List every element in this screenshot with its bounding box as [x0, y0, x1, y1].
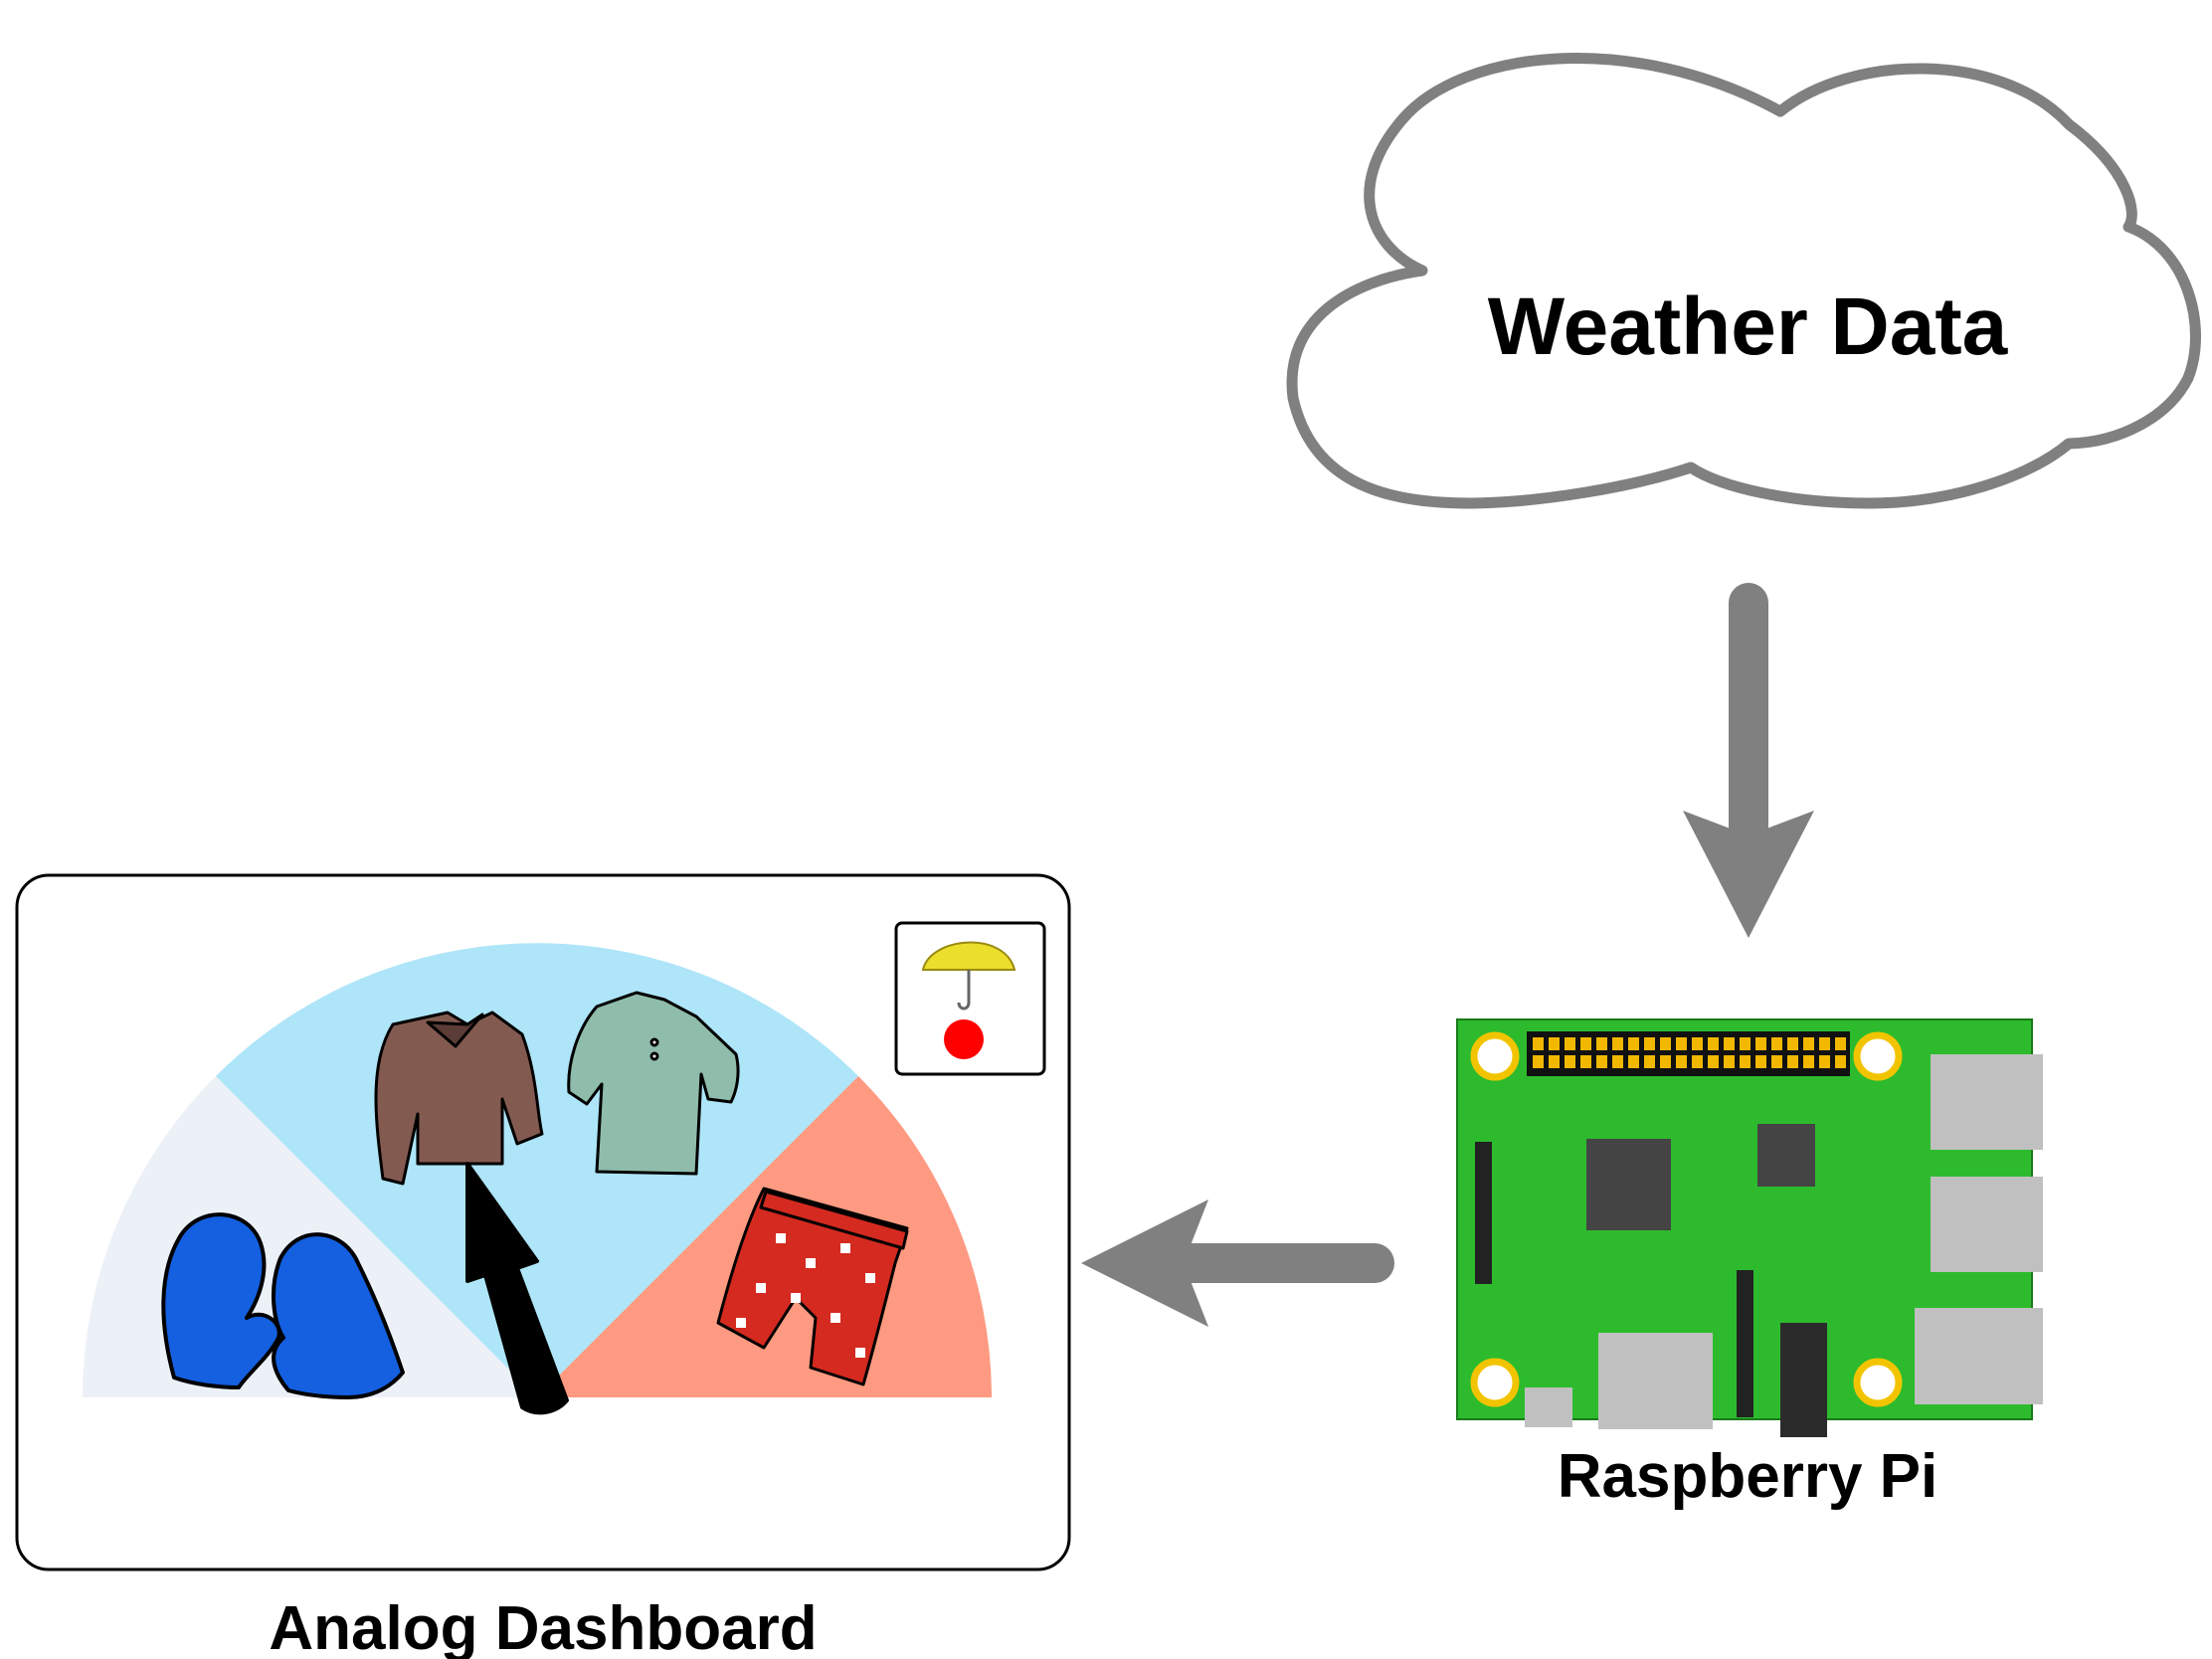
gpio-pin: [1533, 1055, 1544, 1068]
arrow-head: [1081, 1199, 1208, 1327]
arrow-shaft: [1144, 1243, 1394, 1283]
cloud-outline: [1286, 53, 2201, 509]
gpio-pin: [1787, 1037, 1798, 1050]
umbrella-icon: [921, 941, 1016, 1011]
gpio-pin: [1676, 1055, 1687, 1068]
arrow-cloud-to-pi: [1683, 583, 1814, 938]
gpio-pin: [1565, 1037, 1575, 1050]
gpio-pin: [1835, 1037, 1846, 1050]
gpio-pin: [1660, 1055, 1671, 1068]
gpio-pin: [1565, 1055, 1575, 1068]
gpio-pin: [1708, 1037, 1719, 1050]
usb-port-1: [1931, 1054, 2043, 1150]
gpio-pin: [1580, 1037, 1591, 1050]
soc-chip: [1586, 1139, 1671, 1230]
cloud-label: Weather Data: [1488, 281, 2009, 372]
gpio-pin: [1580, 1055, 1591, 1068]
gpio-pin: [1803, 1037, 1814, 1050]
gpio-pin: [1549, 1037, 1560, 1050]
gpio-pin: [1628, 1055, 1639, 1068]
arrow-head: [1683, 811, 1814, 938]
ram-chip: [1757, 1124, 1815, 1187]
gpio-pin: [1628, 1037, 1639, 1050]
gpio-pin: [1533, 1037, 1544, 1050]
pi-label: Raspberry Pi: [1558, 1442, 1938, 1511]
gpio-pin: [1724, 1037, 1735, 1050]
gpio-pin: [1644, 1055, 1655, 1068]
usb-port-2: [1931, 1177, 2043, 1272]
analog-dashboard: Analog Dashboard: [15, 873, 1071, 1659]
gpio-pin: [1612, 1055, 1623, 1068]
polo-shirt-icon: [567, 991, 740, 1176]
gpio-pin: [1596, 1037, 1607, 1050]
raspberry-pi-board: Raspberry Pi: [1456, 1018, 2043, 1511]
gpio-pin: [1644, 1037, 1655, 1050]
sweater-icon: [374, 1011, 544, 1186]
gpio-pin: [1787, 1055, 1798, 1068]
display-connector: [1475, 1142, 1492, 1284]
gpio-pin: [1740, 1037, 1751, 1050]
rain-led: [944, 1019, 984, 1059]
rain-indicator: [894, 921, 1046, 1076]
audio-jack: [1780, 1323, 1827, 1437]
gpio-pin: [1755, 1037, 1766, 1050]
dashboard-label: Analog Dashboard: [269, 1594, 817, 1659]
shorts-icon: [716, 1187, 909, 1386]
micro-usb-port: [1525, 1387, 1572, 1427]
gpio-pin: [1708, 1055, 1719, 1068]
mounting-holes: [1470, 1031, 1903, 1407]
arrow-pi-to-dashboard: [1081, 1199, 1394, 1327]
gpio-pin: [1660, 1037, 1671, 1050]
gpio-pin: [1771, 1055, 1782, 1068]
mittens-icon: [161, 1212, 405, 1399]
gpio-pin: [1819, 1055, 1830, 1068]
gpio-pin: [1692, 1037, 1703, 1050]
gauge-needle: [465, 1162, 569, 1415]
arrow-shaft: [1729, 583, 1768, 846]
ethernet-port: [1915, 1308, 2043, 1404]
gpio-pin: [1692, 1055, 1703, 1068]
gpio-pin: [1676, 1037, 1687, 1050]
weather-cloud: Weather Data: [1286, 53, 2201, 509]
gpio-pin: [1803, 1055, 1814, 1068]
gpio-pin: [1549, 1055, 1560, 1068]
gpio-pin: [1819, 1037, 1830, 1050]
gpio-pin: [1771, 1037, 1782, 1050]
gpio-pin: [1755, 1055, 1766, 1068]
gpio-pin: [1612, 1037, 1623, 1050]
camera-connector: [1737, 1270, 1753, 1417]
hdmi-port: [1598, 1333, 1713, 1429]
gpio-pin: [1835, 1055, 1846, 1068]
gpio-pin: [1596, 1055, 1607, 1068]
gpio-pin: [1740, 1055, 1751, 1068]
gpio-pin: [1724, 1055, 1735, 1068]
gpio-header: [1527, 1031, 1850, 1076]
